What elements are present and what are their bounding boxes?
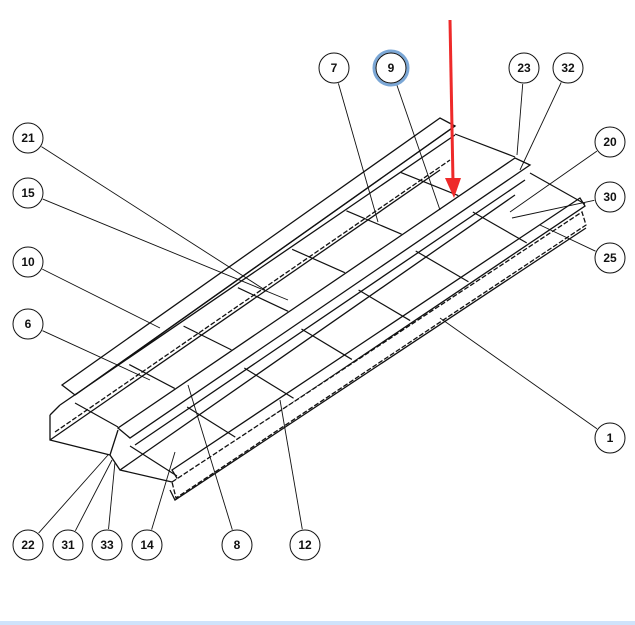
callout-31[interactable]: 31 bbox=[52, 529, 84, 561]
cross-member bbox=[183, 325, 232, 351]
leader-line bbox=[42, 198, 289, 301]
callout-label: 12 bbox=[298, 538, 312, 552]
callout-1[interactable]: 1 bbox=[594, 422, 626, 454]
callout-label: 33 bbox=[100, 538, 114, 552]
callout-label: 20 bbox=[603, 135, 617, 149]
leader-line bbox=[439, 317, 598, 430]
callout-label: 9 bbox=[388, 61, 395, 75]
callout-circle bbox=[594, 242, 626, 274]
cross-member bbox=[346, 210, 402, 235]
cross-member bbox=[243, 367, 294, 399]
callout-circle bbox=[594, 422, 626, 454]
callout-33[interactable]: 33 bbox=[91, 529, 123, 561]
cross-member bbox=[472, 211, 528, 244]
callout-8[interactable]: 8 bbox=[221, 529, 253, 561]
cross-member bbox=[358, 289, 411, 322]
callout-circle bbox=[508, 52, 540, 84]
red-arrow-indicator bbox=[445, 19, 461, 198]
cross-member bbox=[400, 171, 459, 197]
callout-label: 31 bbox=[61, 538, 75, 552]
callout-label: 30 bbox=[603, 190, 617, 204]
callout-label: 8 bbox=[234, 538, 241, 552]
callout-7[interactable]: 7 bbox=[318, 52, 350, 84]
callout-label: 32 bbox=[561, 61, 575, 75]
callout-circle bbox=[12, 177, 44, 209]
callout-label: 1 bbox=[607, 431, 614, 445]
callout-label: 21 bbox=[21, 131, 35, 145]
cross-member bbox=[291, 248, 346, 274]
leader-line bbox=[516, 83, 524, 156]
highlight-ring bbox=[372, 49, 410, 87]
leader-line bbox=[108, 461, 116, 530]
callout-circle bbox=[12, 246, 44, 278]
conveyor-body bbox=[49, 117, 587, 501]
callout-label: 6 bbox=[25, 317, 32, 331]
callout-21[interactable]: 21 bbox=[12, 122, 44, 154]
callout-circle bbox=[91, 529, 123, 561]
callout-label: 10 bbox=[21, 255, 35, 269]
callout-circle bbox=[52, 529, 84, 561]
cross-member bbox=[301, 328, 353, 360]
callout-circle bbox=[594, 181, 626, 213]
cross-member bbox=[415, 250, 469, 283]
leader-line bbox=[187, 384, 233, 530]
callout-12[interactable]: 12 bbox=[289, 529, 321, 561]
cross-member bbox=[237, 287, 289, 312]
callout-circle bbox=[594, 126, 626, 158]
cross-member bbox=[74, 402, 119, 428]
callout-circle bbox=[221, 529, 253, 561]
cross-member bbox=[454, 133, 516, 158]
cross-member bbox=[129, 445, 178, 477]
callout-label: 25 bbox=[603, 251, 617, 265]
callout-label: 7 bbox=[331, 61, 338, 75]
callout-label: 23 bbox=[517, 61, 531, 75]
cross-member bbox=[186, 406, 236, 438]
callout-circle bbox=[12, 122, 44, 154]
leader-line bbox=[279, 399, 303, 530]
callout-22[interactable]: 22 bbox=[12, 529, 44, 561]
callout-circle bbox=[318, 52, 350, 84]
leader-line bbox=[519, 82, 562, 171]
callout-circle bbox=[289, 529, 321, 561]
callout-6[interactable]: 6 bbox=[12, 308, 44, 340]
leader-line bbox=[511, 199, 595, 219]
leader-line bbox=[539, 224, 596, 252]
callout-30[interactable]: 30 bbox=[594, 181, 626, 213]
callout-circle bbox=[131, 529, 163, 561]
cross-member bbox=[529, 172, 586, 205]
leader-line bbox=[42, 330, 151, 381]
callout-25[interactable]: 25 bbox=[594, 242, 626, 274]
callout-15[interactable]: 15 bbox=[12, 177, 44, 209]
leader-line bbox=[151, 451, 176, 530]
leader-line bbox=[509, 150, 598, 213]
leader-line bbox=[395, 82, 441, 211]
callout-23[interactable]: 23 bbox=[508, 52, 540, 84]
callout-circle bbox=[552, 52, 584, 84]
bottom-strip bbox=[0, 621, 635, 625]
callout-label: 15 bbox=[21, 186, 35, 200]
cross-member bbox=[129, 364, 175, 389]
callout-label: 22 bbox=[21, 538, 35, 552]
callout-10[interactable]: 10 bbox=[12, 246, 44, 278]
callout-9[interactable]: 9 bbox=[372, 49, 410, 87]
callout-circle bbox=[12, 308, 44, 340]
callout-20[interactable]: 20 bbox=[594, 126, 626, 158]
callout-circle bbox=[12, 529, 44, 561]
callout-14[interactable]: 14 bbox=[131, 529, 163, 561]
leader-line bbox=[42, 268, 161, 329]
leader-line bbox=[41, 146, 266, 291]
callout-circle bbox=[375, 52, 407, 84]
leader-line bbox=[74, 459, 113, 531]
callout-label: 14 bbox=[140, 538, 154, 552]
leader-line bbox=[38, 454, 109, 534]
leader-line bbox=[337, 83, 379, 223]
callout-32[interactable]: 32 bbox=[552, 52, 584, 84]
